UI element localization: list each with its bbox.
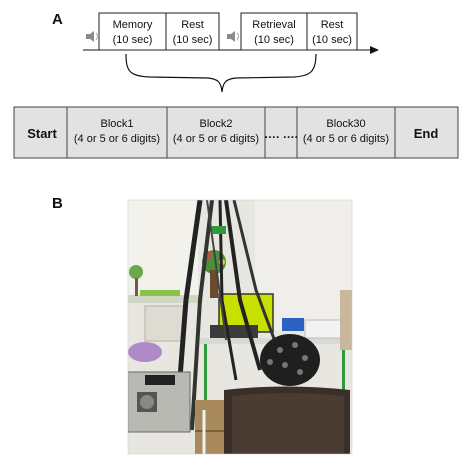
- block-2: Block2 (4 or 5 or 6 digits): [173, 118, 259, 145]
- block-detail: (4 or 5 or 6 digits): [303, 133, 389, 145]
- timeline-box-rest-1: Rest (10 sec): [165, 12, 220, 51]
- block-title: Block2: [199, 118, 232, 130]
- timeline-box-duration: (10 sec): [312, 34, 352, 46]
- timeline-box-title: Memory: [113, 19, 153, 31]
- timeline-box-duration: (10 sec): [113, 34, 153, 46]
- timeline-box-title: Rest: [321, 19, 344, 31]
- sequence-start-label: Start: [27, 126, 57, 141]
- eeg-setup-photo: [127, 199, 353, 455]
- block-title: Block30: [326, 118, 365, 130]
- panel-b-label: B: [52, 195, 63, 212]
- timeline-box-memory: Memory (10 sec): [98, 12, 167, 51]
- sequence-bar: [13, 106, 459, 159]
- timeline-box-title: Retrieval: [252, 19, 295, 31]
- timeline-box-duration: (10 sec): [173, 34, 213, 46]
- curly-brace: [125, 53, 317, 93]
- ellipsis: …. ….: [264, 127, 298, 141]
- sequence-end-label: End: [414, 126, 439, 141]
- block-detail: (4 or 5 or 6 digits): [173, 133, 259, 145]
- timeline-box-retrieval: Retrieval (10 sec): [240, 12, 308, 51]
- timeline-box-rest-2: Rest (10 sec): [306, 12, 358, 51]
- block-1: Block1 (4 or 5 or 6 digits): [74, 118, 160, 145]
- block-title: Block1: [100, 118, 133, 130]
- block-detail: (4 or 5 or 6 digits): [74, 133, 160, 145]
- speaker-icon: [86, 31, 98, 42]
- speaker-icon: [227, 31, 239, 42]
- timeline-box-duration: (10 sec): [254, 34, 294, 46]
- block-30: Block30 (4 or 5 or 6 digits): [303, 118, 389, 145]
- timeline-box-title: Rest: [181, 19, 204, 31]
- panel-a-label: A: [52, 11, 63, 28]
- timeline-arrowhead: [370, 46, 379, 54]
